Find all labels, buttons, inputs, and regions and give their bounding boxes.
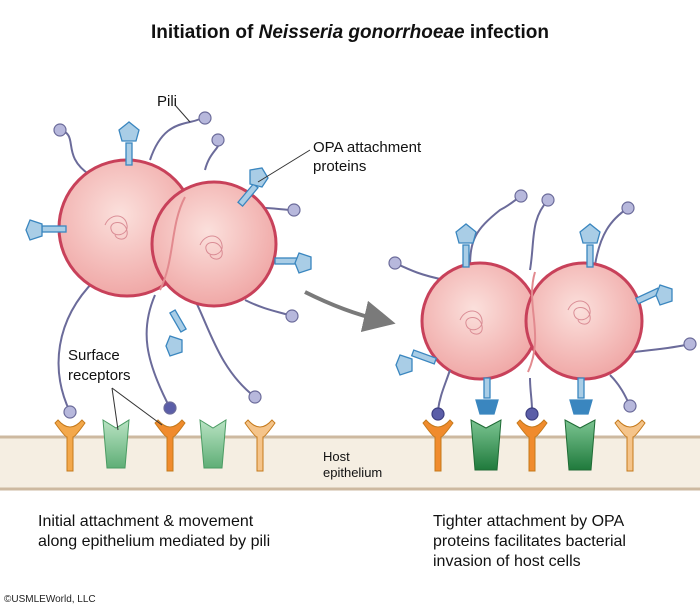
left-caption-line1: Initial attachment & movement [38,513,254,530]
left-caption-line2: along epithelium mediated by pili [38,533,271,550]
left-bacterium [25,111,312,419]
surface-receptors-label-line2: receptors [68,367,131,384]
right-caption-line1: Tighter attachment by OPA [433,513,625,530]
title-suffix: infection [464,22,550,43]
copyright-credit: ©USMLEWorld, LLC [4,594,96,605]
right-bacterium [388,189,697,421]
progression-arrow [304,290,396,333]
opa-label-line2: proteins [313,158,367,175]
title-prefix: Initiation of [150,22,259,43]
opa-label-line1: OPA attachment [313,139,422,156]
pili-label: Pili [157,93,178,110]
page-title: Initiation of Neisseria gonorrhoeae infe… [0,22,700,44]
surface-receptors-label-line1: Surface [68,347,120,364]
receptors [54,419,646,472]
host-epithelium-label-line2: epithelium [323,465,383,480]
right-caption-line2: proteins facilitates bacterial [433,533,626,550]
title-species: Neisseria gonorrhoeae [258,22,465,43]
right-caption-line3: invasion of host cells [433,553,581,570]
host-epithelium-label-line1: Host [323,449,350,464]
